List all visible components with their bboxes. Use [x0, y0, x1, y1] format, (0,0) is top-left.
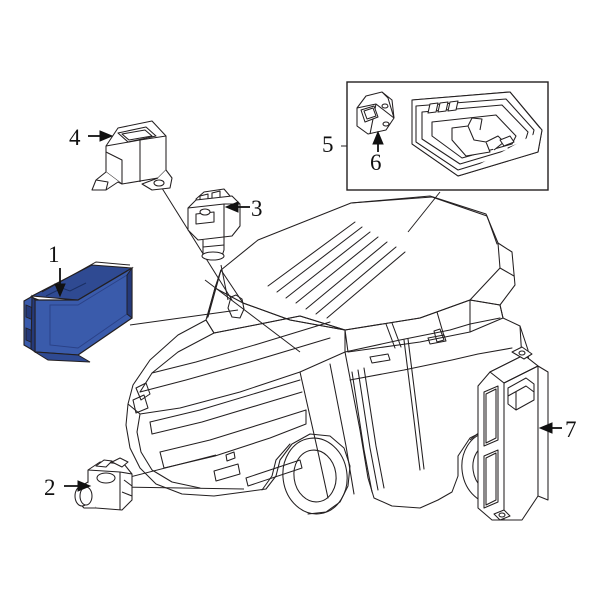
- leader-part-3: [220, 264, 229, 301]
- part-control-module-highlighted[interactable]: [23, 261, 134, 363]
- part-interior-sensor-unit[interactable]: [356, 91, 395, 135]
- leader-cowl-cross: [204, 279, 301, 353]
- part-rear-control-module[interactable]: [477, 346, 549, 521]
- detail-inset-frame: [346, 81, 549, 191]
- leader-part-1: [129, 309, 239, 326]
- part-rain-light-sensor[interactable]: [187, 188, 241, 261]
- leader-inset-roof: [407, 191, 441, 233]
- callout-arrows: [54, 130, 562, 492]
- part-bracket-module[interactable]: [91, 120, 173, 191]
- vehicle-outline: [125, 195, 531, 515]
- leader-part-2-b: [117, 486, 245, 490]
- part-overhead-console-tray[interactable]: [411, 91, 543, 177]
- leader-lines: [117, 145, 531, 490]
- leader-part-4: [159, 184, 233, 301]
- leader-part-2-a: [117, 454, 217, 481]
